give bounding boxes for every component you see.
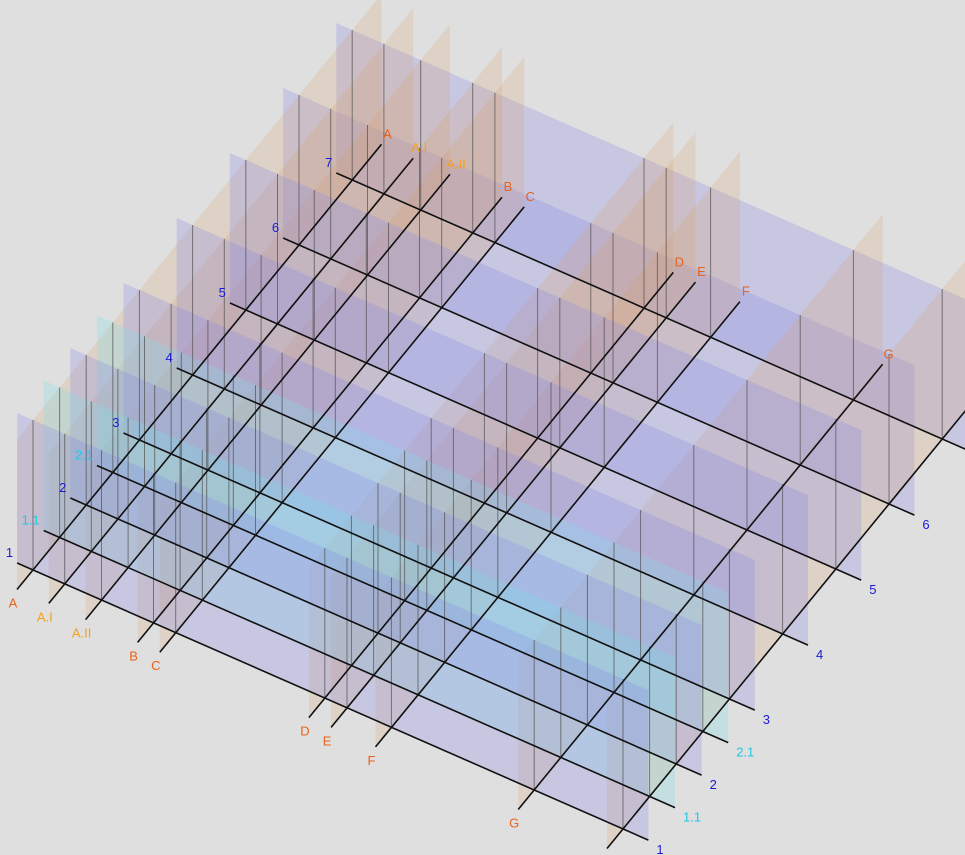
grid-label-end-B: B [504,179,513,194]
grid-plane-3 [123,283,755,711]
grid-line-2 [69,497,702,776]
grid-line-6 [282,237,915,516]
grid-plane-1 [17,413,649,841]
grid-line-3 [123,432,756,711]
grid-line-G [517,363,884,811]
grid-plane-g [518,214,883,810]
grid-plane-a [17,0,382,590]
grid-line-A [16,143,383,591]
grid-line-E [330,281,697,728]
grid-posts-layer [32,30,943,829]
grid-label-start-1: 1 [6,545,13,560]
grid-label-end-2: 2 [710,777,717,792]
grid-label-start-5: 5 [219,285,226,300]
grid-label-end-5: 5 [869,582,876,597]
grid-labels-layer: 111.11.1222.12.13344556677AAA.IA.IA.IIA.… [6,126,930,855]
grid-label-start-7: 7 [325,155,332,170]
grid-plane-5 [229,153,862,581]
grid-label-start-1.1: 1.1 [22,513,40,528]
grid-line-B [136,196,503,643]
grid-label-start-A.II: A.II [72,626,92,641]
grid-line-1 [16,562,649,841]
grid-planes-layer [17,0,965,849]
grid-line-C [159,206,525,653]
grid-plane-4 [176,218,808,646]
grid-label-start-D: D [300,724,309,739]
grid-label-end-E: E [697,264,706,279]
grid-line-5 [229,302,862,581]
grid-line-1.1 [43,529,676,809]
grid-label-start-3: 3 [112,415,119,430]
grid-lines-layer [16,143,965,850]
grid-line-4 [176,367,809,646]
grid-label-end-F: F [742,284,750,299]
grid-plane-2-1 [96,315,729,743]
grid-label-end-6: 6 [922,517,929,532]
grid-plane-1-1 [43,380,675,808]
grid-label-start-6: 6 [272,220,279,235]
grid-plane-7 [336,23,965,449]
grid-line-A.I [48,157,414,604]
grid-label-end-A: A [383,126,392,141]
grid-label-end-D: D [675,254,684,269]
grid-line-F [374,301,741,748]
grid-label-start-C: C [151,658,160,673]
grid-label-start-2.1: 2.1 [75,448,93,463]
grid-line-H [606,409,965,850]
grid-line-D [308,271,674,719]
grid-line-7 [335,172,965,450]
grid-label-end-A.I: A.I [411,140,427,155]
grid-line-2.1 [96,464,729,744]
grid-label-start-A.I: A.I [37,609,53,624]
grid-label-end-1.1: 1.1 [683,810,701,825]
grid-label-start-4: 4 [165,350,172,365]
grid-label-end-4: 4 [816,647,823,662]
grid-label-start-A: A [9,596,18,611]
grid-line-A.II [84,173,451,621]
grid-label-start-B: B [129,648,138,663]
grid-label-start-E: E [323,733,332,748]
grid-plane-2 [70,348,702,776]
grid-label-end-2.1: 2.1 [736,745,754,760]
grid-label-end-A.II: A.II [446,156,466,171]
grid-label-end-G: G [884,346,894,361]
grid-label-start-G: G [509,816,519,831]
grid-label-end-C: C [526,189,535,204]
grid-label-end-3: 3 [763,712,770,727]
grid-plane-6 [283,88,915,516]
grid-label-start-F: F [368,753,376,768]
grid-plane-a-i [48,8,414,604]
grid-plane-h [607,261,965,849]
grid-label-start-2: 2 [59,480,66,495]
grid-label-end-1: 1 [656,842,663,855]
